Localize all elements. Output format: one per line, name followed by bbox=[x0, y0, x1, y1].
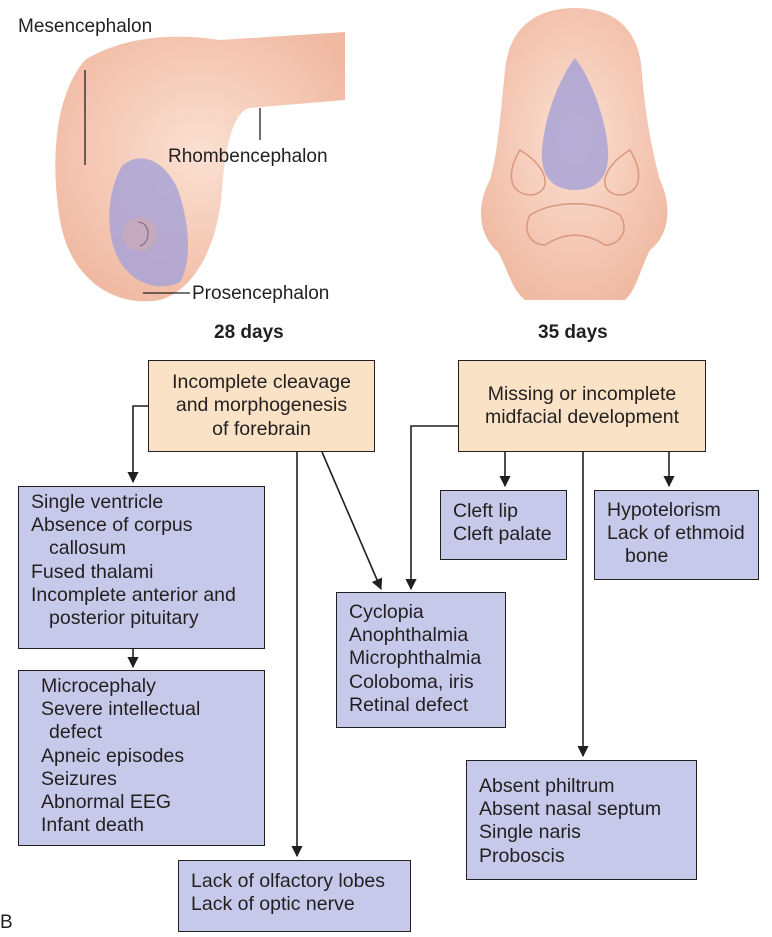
box-line: Incomplete cleavage bbox=[172, 371, 351, 394]
stage-35-days-label: 35 days bbox=[538, 322, 608, 343]
box-line: Absent philtrum bbox=[479, 775, 615, 797]
box-line: Abnormal EEG bbox=[41, 791, 172, 814]
rhombencephalon-label: Rhombencephalon bbox=[168, 146, 328, 167]
mesencephalon-label: Mesencephalon bbox=[18, 16, 153, 37]
midfacial-development-box: Missing or incomplete midfacial developm… bbox=[458, 360, 706, 452]
box-line: Absence of corpus bbox=[31, 514, 193, 537]
box-line: Retinal defect bbox=[349, 693, 469, 716]
prosencephalon-label: Prosencephalon bbox=[192, 283, 330, 304]
box-line: Lack of olfactory lobes bbox=[191, 870, 386, 892]
box-line: callosum bbox=[49, 537, 126, 560]
box-line: Infant death bbox=[41, 814, 145, 837]
box-line: Incomplete anterior and bbox=[31, 583, 236, 606]
box-line: and morphogenesis bbox=[175, 394, 348, 417]
panel-label: B bbox=[0, 912, 13, 933]
forebrain-cleavage-box: Incomplete cleavage and morphogenesis of… bbox=[148, 360, 375, 452]
box-line: Hypotelorism bbox=[607, 499, 721, 521]
box-line: Single ventricle bbox=[31, 491, 164, 513]
philtrum-box: Absent philtrum Absent nasal septum Sing… bbox=[466, 760, 697, 880]
stage-28-days-label: 28 days bbox=[214, 322, 284, 343]
embryo-28-days-illustration bbox=[55, 32, 346, 302]
box-line: posterior pituitary bbox=[49, 607, 199, 630]
box-line: defect bbox=[49, 721, 103, 744]
box-line: Coloboma, iris bbox=[349, 670, 474, 693]
connector-lines bbox=[127, 405, 675, 858]
box-line: bone bbox=[625, 545, 669, 568]
box-line: Cyclopia bbox=[349, 601, 424, 623]
box-line: Severe intellectual bbox=[41, 698, 201, 721]
box-line: midfacial development bbox=[484, 406, 680, 428]
box-line: of forebrain bbox=[212, 417, 311, 440]
hypotelorism-box: Hypotelorism Lack of ethmoid bone bbox=[594, 490, 759, 580]
box-line: Lack of optic nerve bbox=[191, 893, 355, 916]
box-line: Absent nasal septum bbox=[479, 798, 662, 821]
label-leaders bbox=[84, 70, 261, 294]
single-ventricle-box: Single ventricle Absence of corpus callo… bbox=[18, 486, 265, 649]
box-line: Single naris bbox=[479, 821, 581, 844]
box-line: Microcephaly bbox=[41, 675, 156, 697]
box-line: Anophthalmia bbox=[349, 624, 469, 647]
optic-vesicle bbox=[123, 217, 157, 251]
midline-neural-region bbox=[541, 58, 609, 190]
box-line: Cleft palate bbox=[453, 523, 552, 546]
box-line: Seizures bbox=[41, 767, 117, 790]
box-line: Proboscis bbox=[479, 844, 565, 867]
box-line: Apneic episodes bbox=[41, 744, 185, 767]
box-line: Fused thalami bbox=[31, 560, 154, 583]
cleft-box: Cleft lip Cleft palate bbox=[440, 490, 567, 560]
microcephaly-box: Microcephaly Severe intellectual defect … bbox=[18, 670, 265, 846]
embryo-35-days-illustration bbox=[480, 8, 668, 300]
box-line: Lack of ethmoid bbox=[607, 522, 745, 545]
olfactory-box: Lack of olfactory lobes Lack of optic ne… bbox=[178, 860, 411, 932]
box-line: Missing or incomplete bbox=[487, 382, 677, 405]
box-line: Cleft lip bbox=[453, 500, 519, 522]
cyclopia-box: Cyclopia Anophthalmia Microphthalmia Col… bbox=[336, 592, 506, 728]
box-line: Microphthalmia bbox=[349, 647, 482, 670]
